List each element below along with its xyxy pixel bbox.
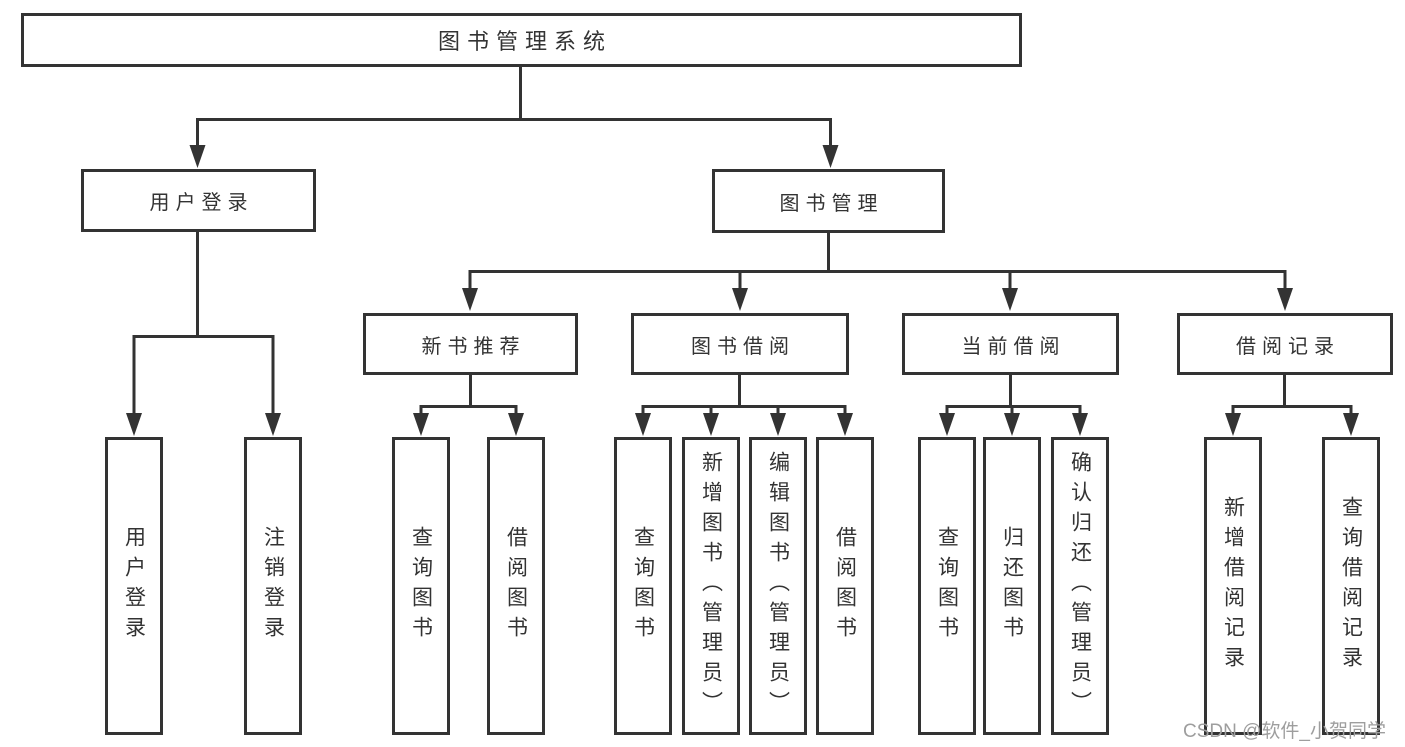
connector-borrow-records-to-leaves <box>1225 373 1359 436</box>
connector-new-book-rec-to-leaves <box>413 373 524 436</box>
node-book-borrow: 图书借阅 <box>631 313 849 375</box>
leaf-return-book: 归还图书 <box>983 437 1041 735</box>
leaf-query-books-borrow: 查询图书 <box>614 437 672 735</box>
leaf-query-books-recommend: 查询图书 <box>392 437 450 735</box>
arrowhead-icon <box>1277 288 1293 311</box>
arrowhead-icon <box>508 413 524 436</box>
connector-root-to-level2 <box>189 65 839 168</box>
arrowhead-icon <box>732 288 748 311</box>
node-new-book-recommend: 新书推荐 <box>363 313 578 375</box>
arrowhead-icon <box>413 413 429 436</box>
arrowhead-icon <box>635 413 651 436</box>
leaf-borrow-books: 借阅图书 <box>816 437 874 735</box>
node-user-login: 用户登录 <box>81 169 316 232</box>
leaf-borrow-books-recommend: 借阅图书 <box>487 437 545 735</box>
leaf-logout: 注销登录 <box>244 437 302 735</box>
leaf-query-borrow-record: 查询借阅记录 <box>1322 437 1380 735</box>
connector-book-borrow-to-leaves <box>635 373 853 436</box>
leaf-edit-book-admin: 编辑图书（管理员） <box>749 437 807 735</box>
leaf-user-login: 用户登录 <box>105 437 163 735</box>
arrowhead-icon <box>462 288 478 311</box>
arrowhead-icon <box>126 413 142 436</box>
leaf-add-book-admin: 新增图书（管理员） <box>682 437 740 735</box>
arrowhead-icon <box>189 145 206 168</box>
arrowhead-icon <box>939 413 955 436</box>
csdn-watermark: CSDN @软件_小贺同学 <box>1183 721 1386 742</box>
leaf-add-borrow-record: 新增借阅记录 <box>1204 437 1262 735</box>
arrowhead-icon <box>770 413 786 436</box>
arrowhead-icon <box>1225 413 1241 436</box>
arrowhead-icon <box>265 413 281 436</box>
connector-current-borrow-to-leaves <box>939 373 1088 436</box>
connector-book-management-to-level3 <box>462 231 1293 311</box>
node-library-management-system: 图书管理系统 <box>21 13 1022 67</box>
node-borrow-records: 借阅记录 <box>1177 313 1393 375</box>
arrowhead-icon <box>1002 288 1018 311</box>
arrowhead-icon <box>822 145 839 168</box>
arrowhead-icon <box>1343 413 1359 436</box>
arrowhead-icon <box>703 413 719 436</box>
leaf-confirm-return-admin: 确认归还（管理员） <box>1051 437 1109 735</box>
node-current-borrow: 当前借阅 <box>902 313 1119 375</box>
connector-user-login-to-leaves <box>126 230 281 436</box>
arrowhead-icon <box>1072 413 1088 436</box>
node-book-management: 图书管理 <box>712 169 945 233</box>
leaf-query-books-current: 查询图书 <box>918 437 976 735</box>
arrowhead-icon <box>1004 413 1020 436</box>
arrowhead-icon <box>837 413 853 436</box>
